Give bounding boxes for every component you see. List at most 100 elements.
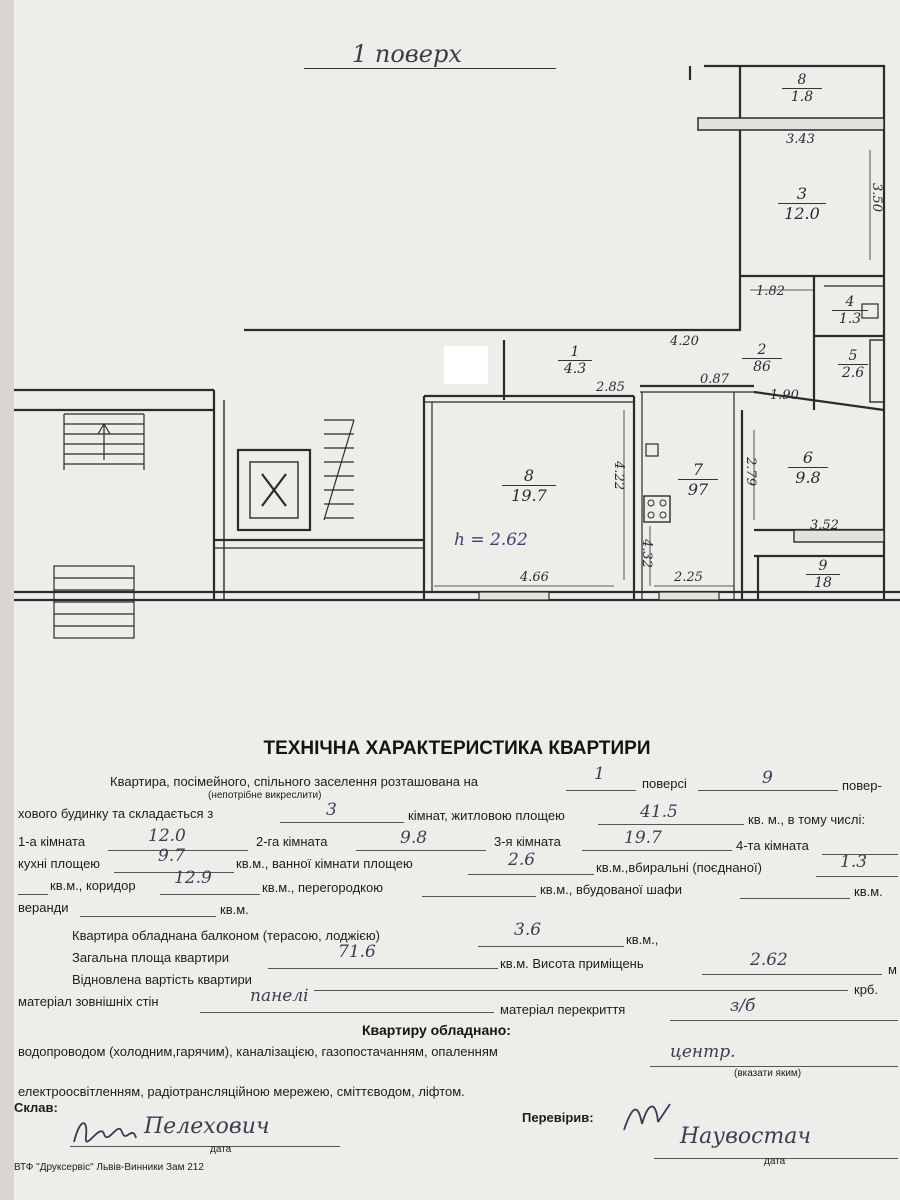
form-text: електроосвітленням, радіотрансляційною м… [18, 1084, 465, 1099]
floor-title-underline [304, 68, 556, 69]
floors-value: 9 [762, 768, 773, 788]
date-label: дата [764, 1156, 786, 1167]
field-line [582, 850, 732, 851]
dimension: 4.20 [670, 334, 699, 349]
form-text: Відновлена вартість квартири [72, 972, 252, 987]
field-line [650, 1066, 898, 1067]
field-line [80, 916, 216, 917]
form-text: кв.м., вбудованої шафи [540, 882, 683, 897]
field-line [108, 850, 248, 851]
field-line [598, 824, 744, 825]
floor-value: 1 [594, 764, 605, 784]
ceiling-height-note: h = 2.62 [454, 530, 528, 550]
dimension: 4.66 [520, 570, 549, 585]
bath-value: 2.6 [508, 850, 536, 870]
field-line [740, 898, 850, 899]
form-text: м [888, 962, 897, 977]
form-title: ТЕХНІЧНА ХАРАКТЕРИСТИКА КВАРТИРИ [263, 738, 651, 759]
dimension: 1.90 [770, 388, 799, 403]
form-text: поверсі [642, 776, 687, 791]
floor-plan [14, 64, 900, 639]
field-line [468, 874, 594, 875]
dimension: 3.52 [810, 518, 839, 533]
form-note: (непотрібне викреслити) [208, 790, 322, 801]
form-text: 4-та кімната [736, 838, 809, 853]
dimension: 3.43 [786, 132, 815, 147]
dimension: 4.22 [610, 461, 626, 490]
dimension: 0.87 [700, 372, 729, 387]
corridor-value: 12.9 [174, 868, 212, 888]
form-text: веранди [18, 900, 69, 915]
date-label: дата [210, 1144, 232, 1155]
field-line [702, 974, 882, 975]
composed-label: Склав: [14, 1100, 58, 1115]
field-line [422, 896, 536, 897]
walls-value: панелі [250, 986, 309, 1006]
dimension: 1.82 [756, 284, 785, 299]
dimension: 3.50 [868, 183, 884, 212]
balcony-value: 3.6 [514, 920, 542, 940]
field-line [18, 894, 48, 895]
form-text: кв.м., перегородкою [262, 880, 383, 895]
room2-value: 9.8 [400, 828, 428, 848]
field-line [280, 822, 404, 823]
dimension: 2.25 [674, 570, 703, 585]
room3-value: 19.7 [624, 828, 662, 848]
wc-value: 1.3 [840, 852, 868, 872]
checked-label: Перевірив: [522, 1110, 594, 1125]
form-text: матеріал зовнішніх стін [18, 994, 159, 1009]
form-text: кв.м., ванної кімнати площею [236, 856, 413, 871]
form-text: кухні площею [18, 856, 101, 871]
form-text: кв.м. Висота приміщень [500, 956, 644, 971]
field-line [314, 990, 848, 991]
form-text: Квартира, посімейного, спільного заселен… [110, 774, 479, 789]
form-text: водопроводом (холодним,гарячим), каналіз… [18, 1044, 498, 1059]
form-text: Загальна площа квартири [72, 950, 230, 965]
checked-name: Наувостач [680, 1124, 812, 1149]
kitchen-value: 9.7 [158, 846, 186, 866]
technical-passport-sheet: 1 поверх [14, 0, 900, 1200]
form-text: 1-а кімната [18, 834, 86, 849]
form-text: кв.м. [854, 884, 883, 899]
total-area-value: 71.6 [338, 942, 376, 962]
signature-scribble [623, 1103, 671, 1131]
field-line [654, 1158, 898, 1159]
printer-footer: ВТФ "Друксервіс" Львів-Винники Зам 212 [14, 1162, 204, 1173]
ceiling-value: з/б [730, 996, 756, 1016]
form-text: повер- [842, 778, 882, 793]
field-line [822, 854, 898, 855]
floor-title: 1 поверх [352, 40, 462, 68]
composed-name: Пелехович [144, 1114, 270, 1139]
field-line [670, 1020, 898, 1021]
form-text: матеріал перекриття [500, 1002, 626, 1017]
form-text: кв.м., коридор [50, 878, 136, 893]
field-line [70, 1146, 340, 1147]
form-note: (вказати яким) [734, 1068, 802, 1079]
form-text: кв.м., [626, 932, 659, 947]
dimension: 2.85 [596, 380, 625, 395]
heating-value: центр. [670, 1042, 736, 1062]
living-area-value: 41.5 [640, 802, 678, 822]
field-line [160, 894, 260, 895]
signature-scribble [73, 1122, 137, 1143]
form-text: 3-я кімната [494, 834, 561, 849]
field-line [268, 968, 498, 969]
form-text: кімнат, житловою площею [408, 808, 565, 823]
field-line [114, 872, 234, 873]
field-line [200, 1012, 494, 1013]
form-text: хового будинку та складається з [18, 806, 214, 821]
room1-value: 12.0 [148, 826, 186, 846]
form-text: кв.м.,вбиральні (поєднаної) [596, 860, 762, 875]
field-line [698, 790, 838, 791]
field-line [356, 850, 486, 851]
equipped-title: Квартиру обладнано: [362, 1022, 511, 1038]
field-line [816, 876, 898, 877]
